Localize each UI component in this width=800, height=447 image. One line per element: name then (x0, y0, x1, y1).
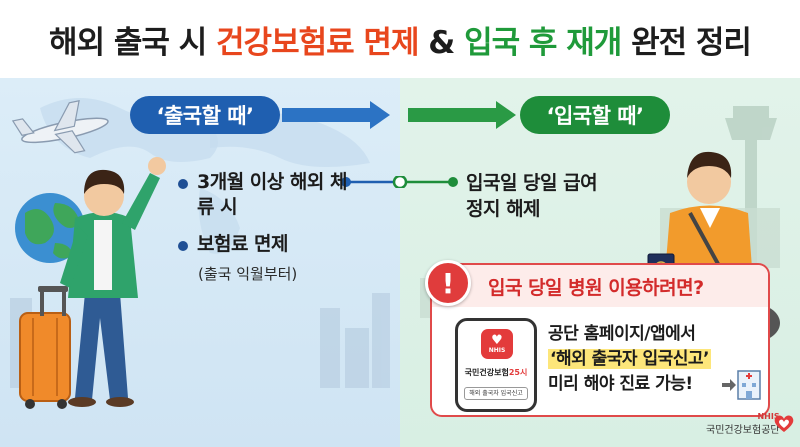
arrival-pill: ‘입국할 때’ (520, 96, 670, 134)
bullet-exemption-text: 보험료 면제 (197, 233, 289, 255)
warning-body: 공단 홈페이지/앱에서 ‘해외 출국자 입국신고’ 미리 해야 진료 가능! (548, 322, 712, 397)
traveler-figure (19, 157, 166, 409)
warning-header: 입국 당일 병원 이용하려면? (432, 265, 768, 307)
bullet-stay-text: 3개월 이상 해외 체류 시 (197, 171, 347, 218)
bullet-dot (178, 241, 188, 251)
warning-line1: 공단 홈페이지/앱에서 (548, 324, 696, 344)
title-part4: 입국 후 재개 (464, 24, 622, 61)
bullet-stay-period: 3개월 이상 해외 체류 시 (178, 170, 348, 220)
title-part3: & (418, 24, 465, 61)
bullet-dot (178, 179, 188, 189)
footer-logo-ko: 국민건강보험공단 (706, 425, 780, 436)
phone-illustration: ♥ NHIS 국민건강보험25시 해외 출국자 입국신고 (455, 318, 537, 412)
app-name: 국민건강보험25시 (458, 367, 534, 378)
footer-logo-en: NHIS (757, 412, 780, 421)
page-title: 해외 출국 시 건강보험료 면제 & 입국 후 재개 완전 정리 (49, 17, 752, 62)
timeline-connector (341, 176, 458, 188)
title-part5: 완전 정리 (621, 24, 752, 61)
title-part1: 해외 출국 시 (49, 24, 217, 61)
departure-pill: ‘출국할 때’ (130, 96, 280, 134)
exclamation-icon: ! (425, 260, 471, 306)
bullet-exemption: 보험료 면제 (178, 232, 348, 257)
app-name-number: 25시 (508, 368, 528, 377)
arrival-bullet: 입국일 당일 급여 정지 해제 (466, 172, 598, 220)
departure-illustration (10, 98, 390, 409)
warning-line3: 미리 해야 진료 가능! (548, 374, 693, 394)
warning-line2: ‘해외 출국자 입국신고’ (548, 347, 712, 372)
app-report-button: 해외 출국자 입국신고 (464, 387, 528, 400)
departure-bullets: 3개월 이상 해외 체류 시 보험료 면제 (출국 익월부터) (178, 170, 348, 284)
warning-highlight: ‘해외 출국자 입국신고’ (548, 349, 712, 369)
footer-logo: NHIS 국민건강보험공단 (706, 412, 780, 436)
departure-panel (0, 78, 400, 447)
nhis-heart-icon (774, 415, 794, 432)
app-name-text: 국민건강보험 (464, 368, 509, 377)
app-logo-text: NHIS (488, 347, 506, 354)
heart-icon: ♥ (491, 333, 503, 348)
title-part2: 건강보험료 면제 (216, 24, 419, 61)
globe-icon (15, 193, 85, 263)
hospital-icon (722, 370, 761, 400)
departure-arrow-icon (282, 101, 390, 129)
nhis-app-icon: ♥ NHIS (481, 329, 513, 359)
header: 해외 출국 시 건강보험료 면제 & 입국 후 재개 완전 정리 (0, 0, 800, 78)
warning-title: 입국 당일 병원 이용하려면? (488, 276, 704, 299)
airplane-icon (11, 99, 109, 154)
bullet-exemption-note: (출국 익월부터) (198, 265, 298, 283)
arrival-arrow-icon (408, 101, 516, 129)
